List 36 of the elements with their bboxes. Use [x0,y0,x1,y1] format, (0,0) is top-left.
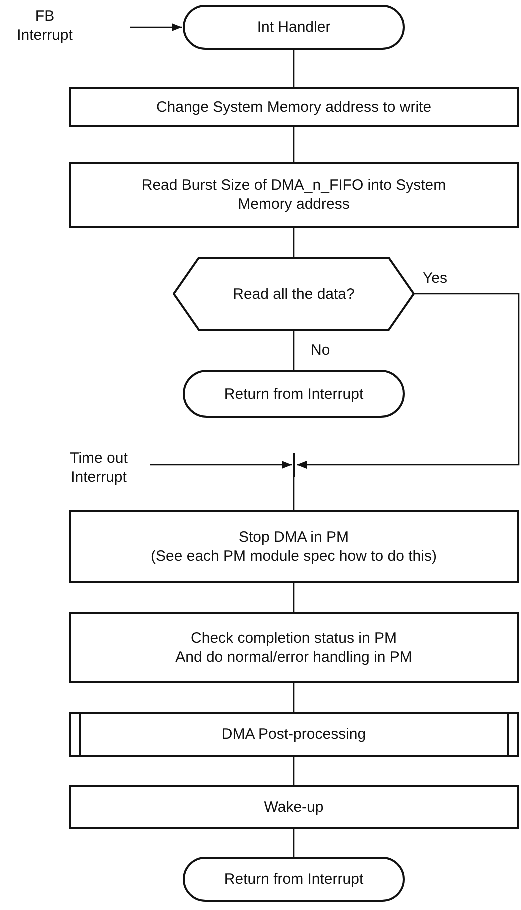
interrupt-label: Time out Interrupt [69,449,129,487]
node-text: Return from Interrupt [224,384,364,404]
node-text: Read Burst Size of DMA_n_FIFO into System Memory address [140,176,448,214]
node-text: Check completion status in PM [191,628,397,648]
process-box [69,612,519,683]
node-text: Stop DMA in PM [238,528,350,546]
terminator-shape [183,857,405,902]
process-box [69,87,519,127]
junction-line [293,453,295,477]
connector-line [293,477,295,510]
connector-line [293,829,295,857]
node-text: Return from Interrupt [224,870,364,889]
node-text: (See each PM module spec how to do this) [151,546,437,566]
node-text: DMA Post-processing [222,725,366,744]
node-text: And do normal/error handling in PM [176,648,412,666]
connector-line [293,50,295,87]
node-text: Int Handler [257,18,331,37]
process-box [69,785,519,829]
process-box [69,510,519,583]
node-text: Wake-up [264,798,324,816]
predefined-process-box [69,712,519,757]
arrow [150,461,292,469]
process-box [69,162,519,228]
terminator-shape [183,370,405,418]
node-text: Change System Memory address to write [156,98,432,116]
arrow [130,24,182,32]
connector-line [293,757,295,785]
connector-line [293,228,295,257]
interrupt-label: FB Interrupt [16,7,74,45]
connector-line [293,127,295,162]
connector-line [293,683,295,712]
terminator-shape [183,5,405,50]
connector-line [293,583,295,612]
arrow [297,293,520,469]
connector-line [293,331,295,370]
node-text: Read all the data? [233,284,355,304]
